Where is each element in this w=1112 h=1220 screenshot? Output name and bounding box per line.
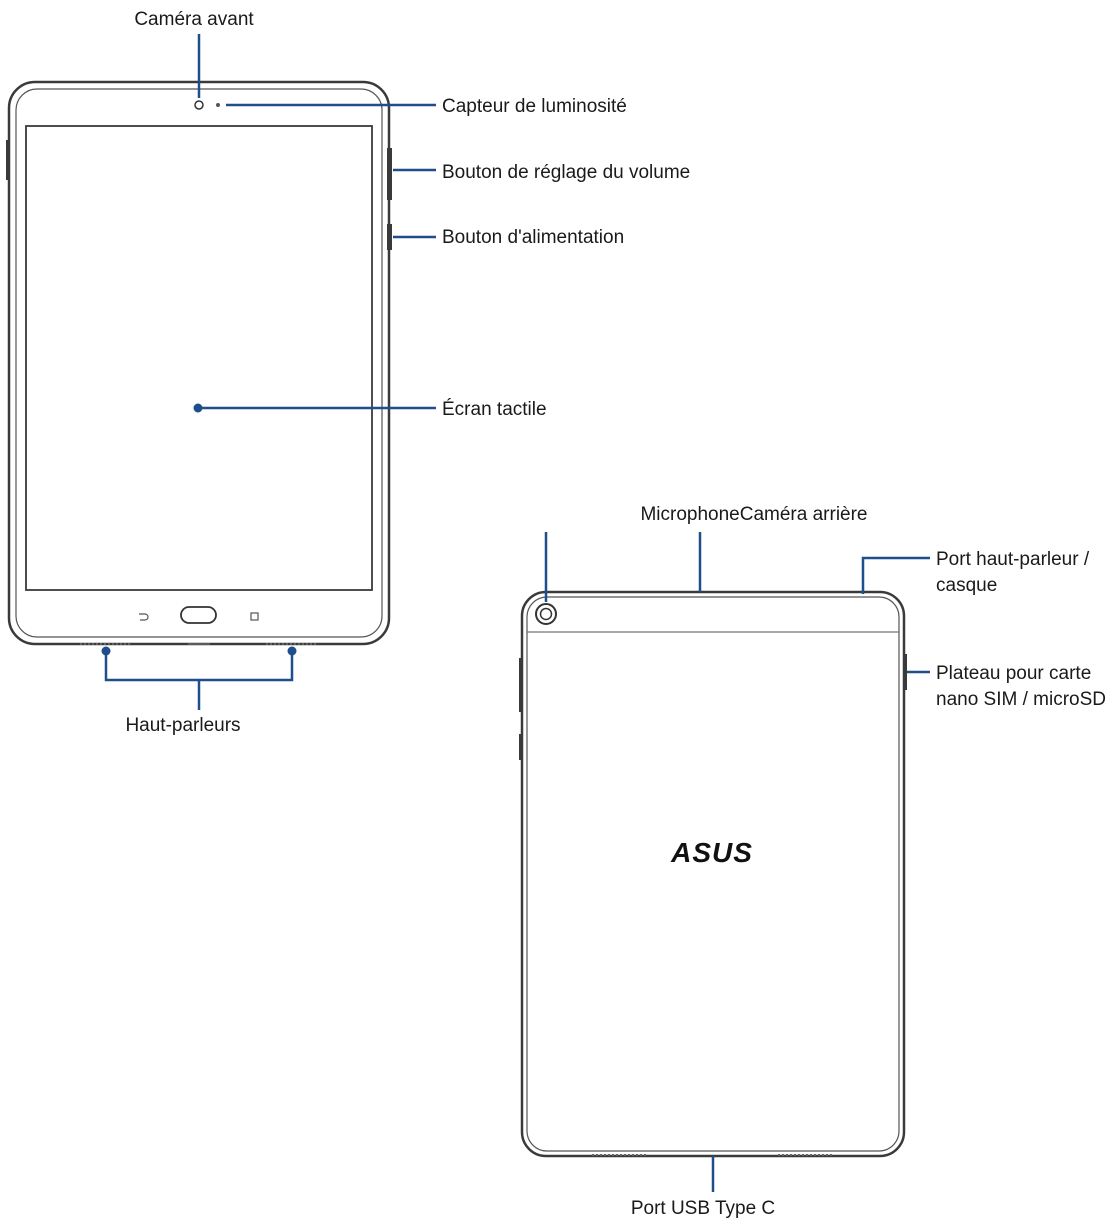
front-camera-label: Caméra avant <box>134 9 254 30</box>
audio-port-label-line2: casque <box>936 575 997 596</box>
sim-tray-label-line2: nano SIM / microSD <box>936 689 1106 710</box>
front-camera-icon <box>194 100 204 110</box>
callout-microphone-camera: MicrophoneCaméra arrière <box>544 504 868 602</box>
callout-sim-tray: Plateau pour carte nano SIM / microSD <box>907 663 1106 710</box>
callout-usb-port: Port USB Type C <box>631 1156 775 1219</box>
back-tablet: ASUS <box>519 590 907 1158</box>
power-button-label: Bouton d'alimentation <box>442 227 624 248</box>
usb-port-label: Port USB Type C <box>631 1198 775 1219</box>
audio-port-label-line1: Port haut-parleur / <box>936 549 1090 570</box>
rear-camera-lens-icon <box>539 607 553 621</box>
left-side-slot <box>6 140 10 180</box>
touchscreen <box>25 125 373 591</box>
back-key-icon <box>139 613 149 621</box>
navigation-keys <box>139 606 259 624</box>
back-tablet-body <box>520 590 906 1158</box>
speakers-bracket <box>104 651 294 682</box>
callout-light-sensor: Capteur de luminosité <box>226 96 627 117</box>
callout-volume-button: Bouton de réglage du volume <box>393 162 690 183</box>
light-sensor-icon <box>216 103 220 107</box>
recent-apps-key-icon <box>250 612 259 621</box>
front-tablet <box>6 80 392 646</box>
touchscreen-label: Écran tactile <box>442 399 547 420</box>
callout-touchscreen: Écran tactile <box>193 399 547 420</box>
home-button <box>180 606 217 624</box>
volume-button <box>387 148 392 200</box>
back-volume-button <box>519 658 523 712</box>
back-power-button <box>519 734 523 760</box>
callout-front-camera: Caméra avant <box>134 9 254 98</box>
callout-speakers: Haut-parleurs <box>101 646 297 736</box>
light-sensor-label: Capteur de luminosité <box>442 96 627 117</box>
sim-tray <box>903 654 907 690</box>
back-tablet-inner-edge <box>526 596 900 1152</box>
microphone-camera-label: MicrophoneCaméra arrière <box>640 504 867 525</box>
sim-tray-label-line1: Plateau pour carte <box>936 663 1091 684</box>
audio-port-leader <box>861 556 930 594</box>
asus-logo: ASUS <box>670 837 753 868</box>
power-button <box>387 224 392 250</box>
callout-audio-port: Port haut-parleur / casque <box>861 549 1090 596</box>
volume-button-label: Bouton de réglage du volume <box>442 162 690 183</box>
callout-power-button: Bouton d'alimentation <box>393 227 624 248</box>
speakers-label: Haut-parleurs <box>125 715 240 736</box>
